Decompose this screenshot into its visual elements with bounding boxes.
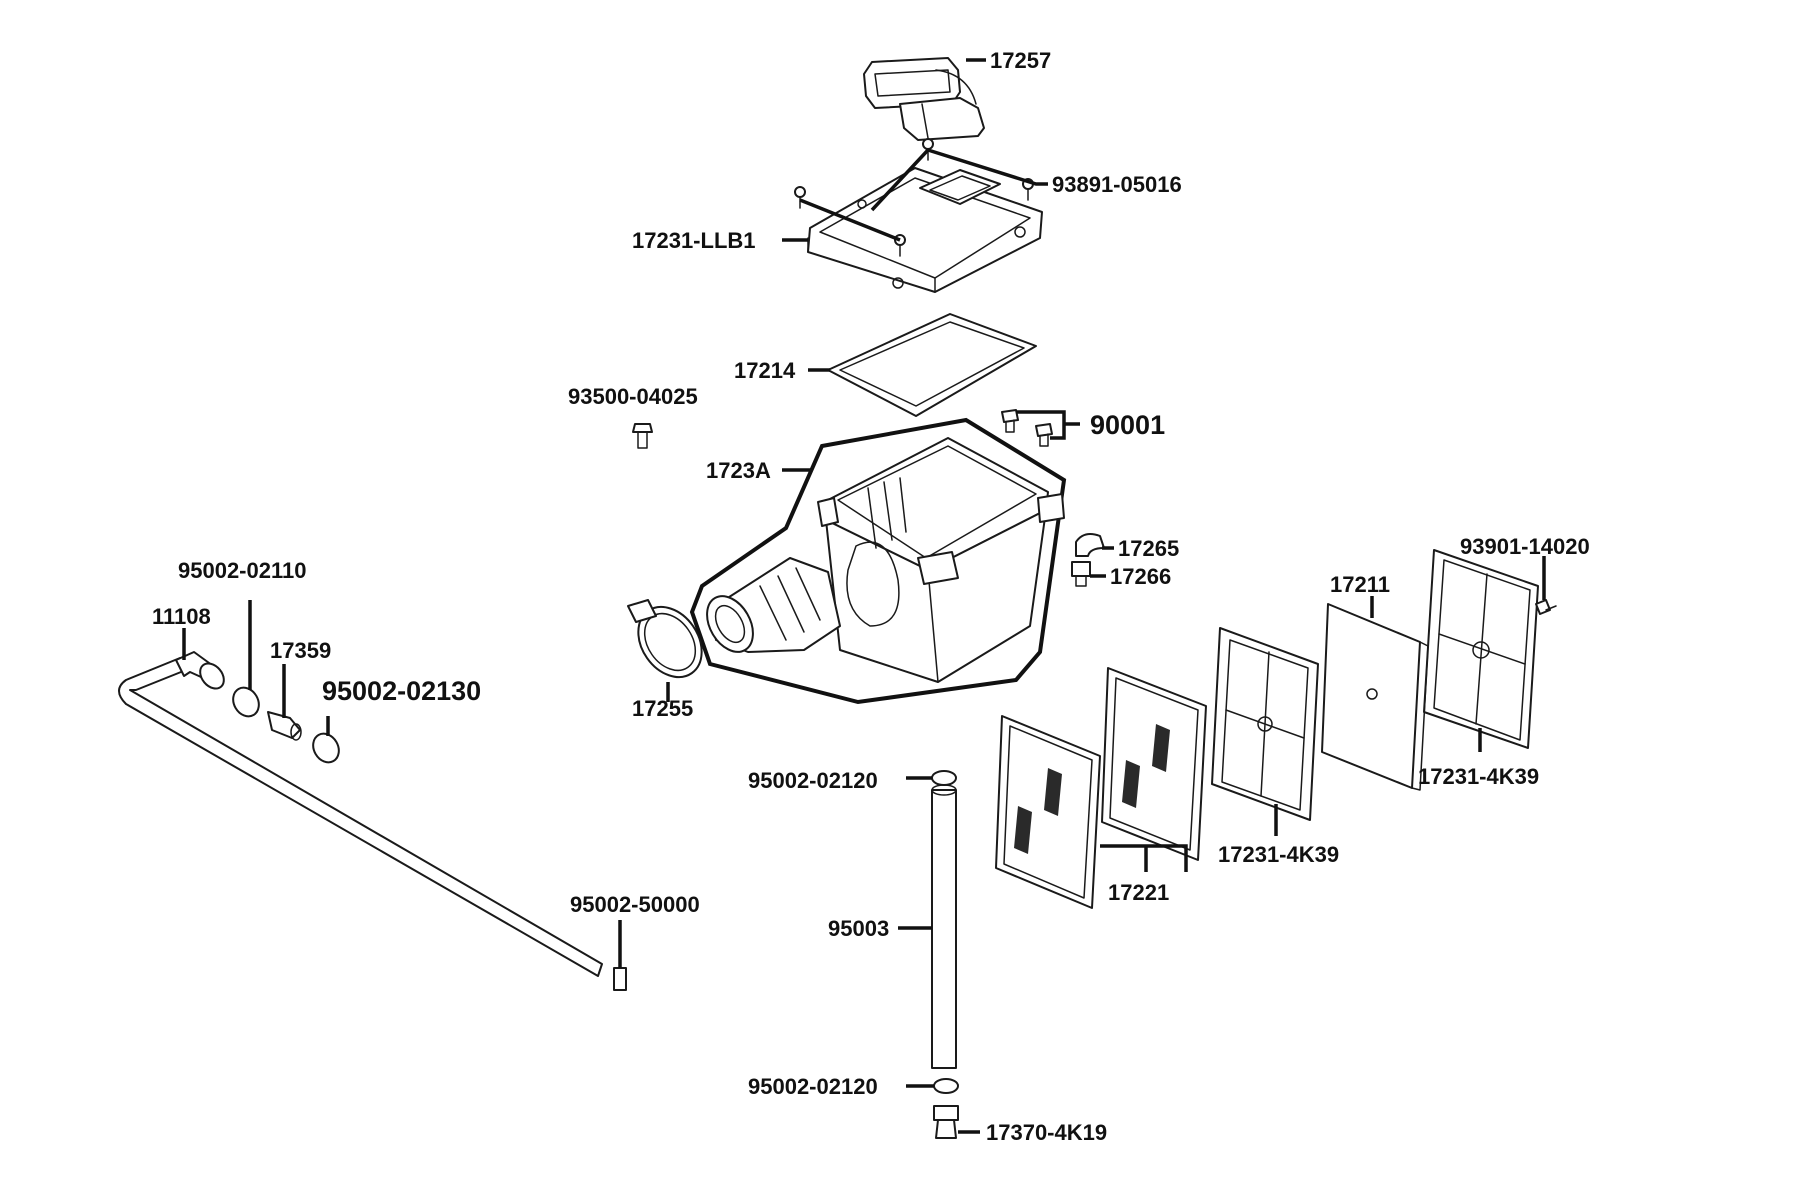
label-95003: 95003 [828,916,889,941]
label-17370-4k19: 17370-4K19 [986,1120,1107,1145]
hose-clamp-large [627,599,703,679]
air-box-cover [807,167,1043,293]
label-17359: 17359 [270,638,331,663]
gasket [827,313,1037,417]
screw-93901 [1535,599,1557,615]
label-17231-4k39-right: 17231-4K39 [1418,764,1539,789]
label-95002-50000: 95002-50000 [570,892,700,917]
label-95002-02110: 95002-02110 [178,558,306,583]
filter-frame-rear [1423,549,1539,749]
label-1723a: 1723A [706,458,771,483]
bolt-93500 [632,423,653,449]
label-11108: 11108 [152,604,211,629]
hose-clamp-02130 [312,732,340,764]
label-95002-02120-top: 95002-02120 [748,768,878,793]
label-17231-4k39-mid: 17231-4K39 [1218,842,1339,867]
drain-clamp-top [931,770,957,786]
label-93901-14020: 93901-14020 [1460,534,1590,559]
label-90001: 90001 [1090,410,1165,440]
label-17211: 17211 [1330,572,1390,597]
intake-duct [863,57,985,141]
leader-90001 [1016,410,1080,440]
elbow-fitting [1075,533,1105,557]
cover-screw-left [794,186,806,209]
label-17214: 17214 [734,358,796,383]
filter-frame-middle [1211,627,1319,821]
label-95002-02130: 95002-02130 [322,676,481,706]
hose-clip-small [1071,561,1091,587]
label-17257: 17257 [990,48,1051,73]
air-box-case [689,417,1067,705]
hose-end-cap [613,967,627,991]
label-17266: 17266 [1110,564,1171,589]
hose-clamp-02110 [232,686,260,718]
label-17221: 17221 [1108,880,1169,905]
filter-element [1321,603,1429,791]
drain-clamp-bottom [933,1078,959,1094]
screen-rear [995,715,1101,909]
label-93500-04025: 93500-04025 [568,384,698,409]
label-93891-05016: 93891-05016 [1052,172,1182,197]
label-17231-llb1: 17231-LLB1 [632,228,756,253]
leader-17221 [1100,844,1188,872]
label-17255: 17255 [632,696,693,721]
label-17265: 17265 [1118,536,1179,561]
bolt-90001-b [1035,423,1053,447]
drain-plug [933,1105,959,1139]
label-95002-02120-bottom: 95002-02120 [748,1074,878,1099]
leader-93891-05016 [799,148,1048,242]
drain-tube [931,784,957,1069]
breather-hose [118,651,603,977]
screen-front [1101,667,1207,861]
cover-screw-top [922,138,934,161]
bolt-90001-a [1001,409,1019,433]
breather-joint [267,711,302,741]
